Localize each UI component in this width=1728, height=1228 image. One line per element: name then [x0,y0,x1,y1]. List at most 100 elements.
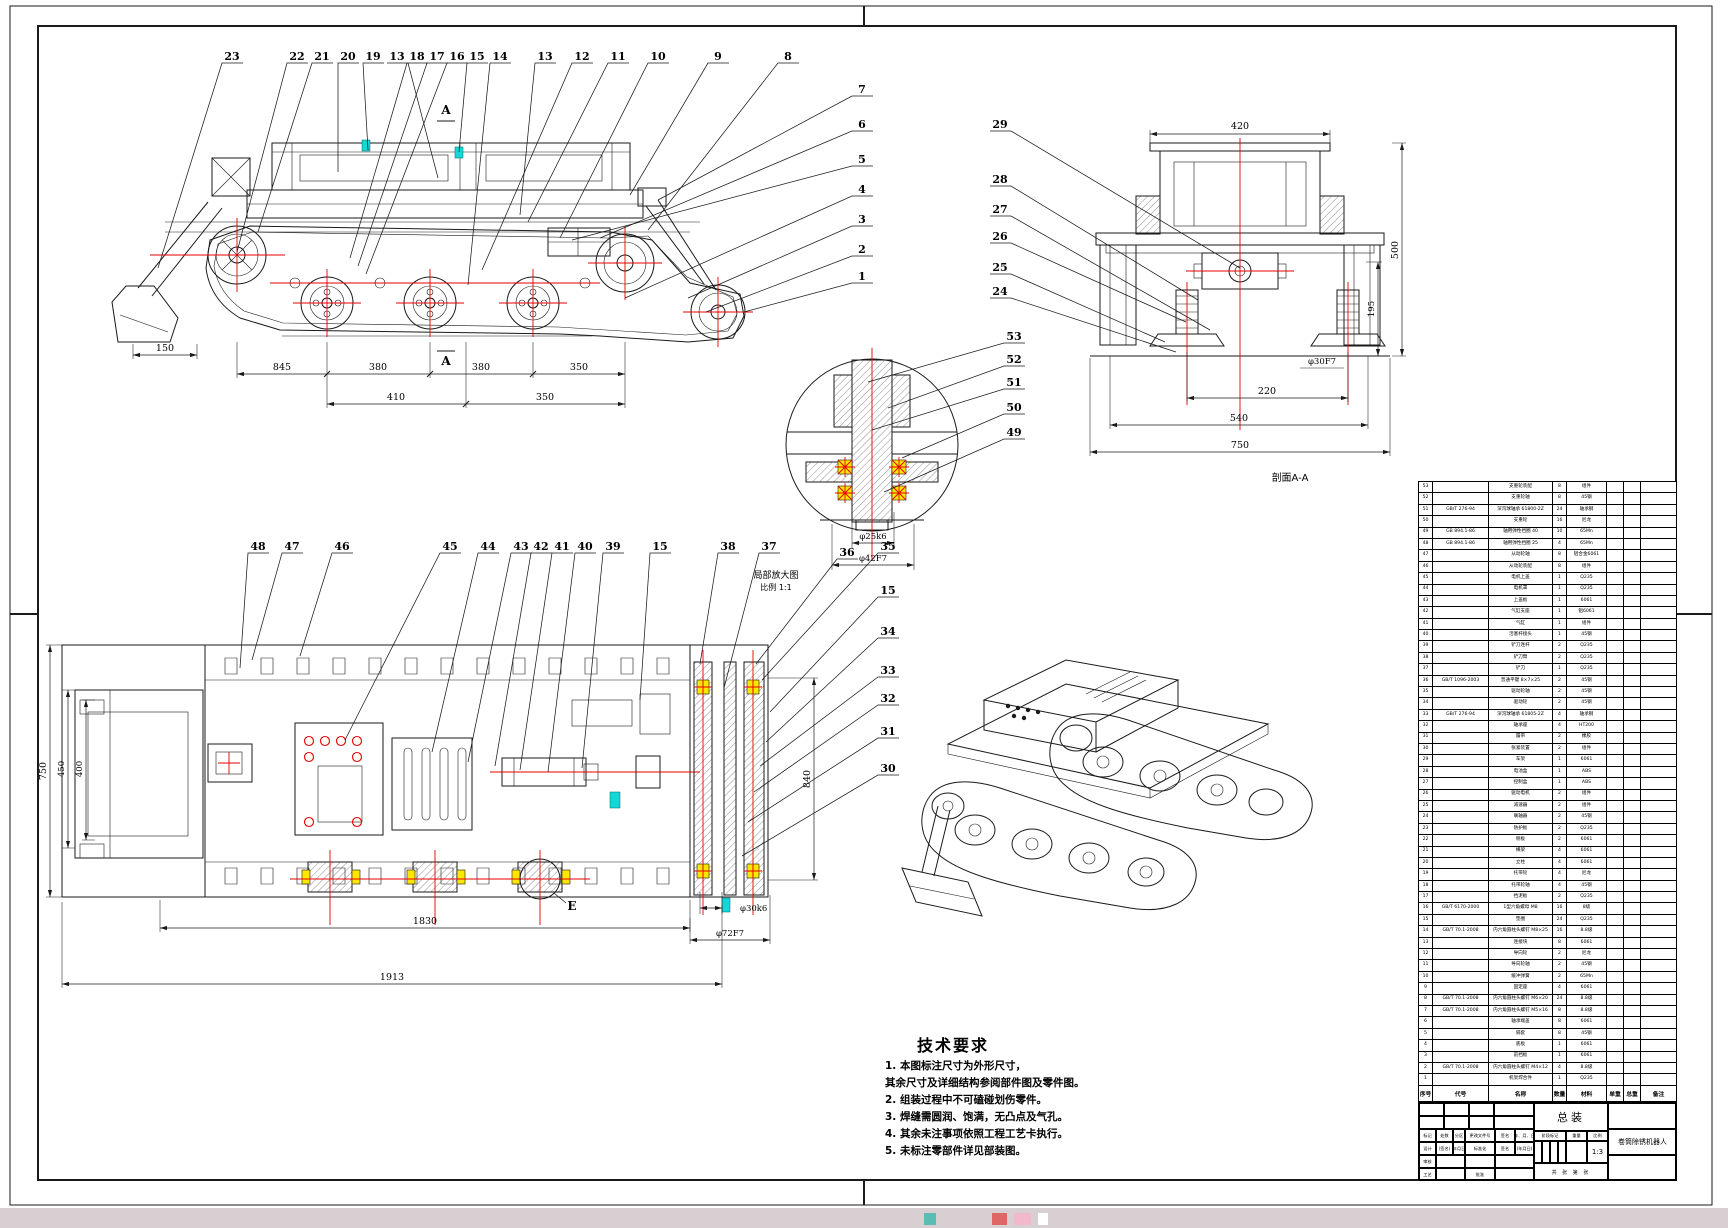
bom-cell [1606,902,1624,915]
taskbar-chip[interactable] [992,1213,1007,1225]
bearing [835,457,909,503]
bom-cell: 11 [1418,959,1433,972]
callout-number: 31 [880,725,895,738]
bom-cell: 尼龙 [1566,947,1607,961]
bom-cell [1623,936,1641,950]
bom-cell: 8.8级 [1566,993,1607,1006]
callout-leader [743,282,873,313]
bom-cell: 43 [1418,594,1433,608]
bom-cell: 4 [1552,1061,1567,1075]
bom-cell [1623,925,1641,938]
bom-cell [1606,845,1624,858]
bom-cell [1432,515,1489,528]
bom-cell: Q235 [1566,1073,1607,1086]
detail-e-circle [519,858,561,900]
taskbar-chip[interactable] [924,1213,936,1225]
bom-cell [1432,480,1489,494]
bom-cell: GB 894.1-86 [1432,537,1489,551]
callout-leader [647,62,799,231]
bom-cell [1640,640,1677,653]
bom-cell [1640,742,1677,756]
taskbar-chip[interactable] [1014,1213,1031,1225]
bom-cell: 导向轮轴 [1488,959,1553,972]
bom-cell: 53 [1418,480,1433,494]
bom-cell [1606,617,1624,631]
bom-cell [1623,640,1641,653]
bom-cell: Q235 [1566,822,1607,836]
bom-cell [1623,572,1641,585]
bom-cell [1432,970,1489,984]
bom-cell: 驱动轮 [1488,697,1553,710]
bom-cell [1606,936,1624,950]
bom-cell [1432,663,1489,676]
bom-cell [1623,959,1641,972]
callout-leader [871,388,1025,431]
bearing [694,677,762,881]
bom-cell [1432,697,1489,710]
bom-cell: 2 [1552,697,1567,710]
clamp-highlight [609,791,621,809]
bom-cell: 上盖板 [1488,594,1553,608]
bom-cell [1623,526,1641,539]
bom-cell [1640,697,1677,710]
bom-cell: 2 [1552,686,1567,699]
bom-cell: HT200 [1566,720,1607,733]
bom-cell [1640,492,1677,505]
callout-leader [883,438,1025,493]
callout-number: 33 [880,664,895,677]
dim-text: 220 [1258,386,1276,397]
bom-cell: 6061 [1566,1050,1607,1063]
bom-cell [1606,560,1624,574]
tb-cell [1608,1155,1677,1181]
bom-cell [1640,537,1677,551]
bom-cell: 2 [1552,731,1567,745]
bom-cell [1640,1061,1677,1075]
callout-leader [458,62,488,153]
bom-cell: 10 [1552,526,1567,539]
dim-text: 350 [570,362,588,373]
bom-cell [1623,742,1641,756]
bom-cell: 47 [1418,549,1433,562]
callout-number: 11 [610,50,625,63]
bom-cell: 29 [1418,754,1433,767]
bom-cell [1640,834,1677,847]
bom-cell [1606,674,1624,688]
bom-cell [1640,970,1677,984]
bom-cell: 6061 [1566,845,1607,858]
road-wheel [396,269,464,337]
title-block: 标记 处数 分区 更改文件号 签名 年、月、日 设计 (签名) (年月日) 标准… [1418,1102,1677,1181]
bom-cell: GB/T 1096-2003 [1432,674,1489,688]
taskbar-chip[interactable] [1038,1213,1048,1225]
callout-number: 46 [334,540,350,553]
bom-cell [1640,925,1677,938]
bom-cell: 6061 [1566,834,1607,847]
bom-cell: 1 [1552,1050,1567,1063]
bom-cell [1606,970,1624,984]
bom-cell: 机架焊合件 [1488,1073,1553,1086]
clamp-highlight [361,139,371,152]
bom-cell: 45钢 [1566,811,1607,824]
bom-cell: 减速器 [1488,799,1553,813]
bom-cell: 48 [1418,537,1433,551]
bom-cell: 1 [1552,617,1567,631]
bom-cell: 活塞杆接头 [1488,629,1553,642]
callout-number: 49 [1006,426,1021,439]
section-view-label: 剖面A-A [1272,471,1309,484]
bom-cell: 20 [1418,856,1433,870]
bom-cell [1432,549,1489,562]
callout-leader [901,413,1025,459]
bom-cell [1432,811,1489,824]
bom-cell: 铲刀臂 [1488,651,1553,665]
bom-cell [1640,663,1677,676]
callout-number: 13 [537,50,552,63]
bom-cell [1432,765,1489,779]
